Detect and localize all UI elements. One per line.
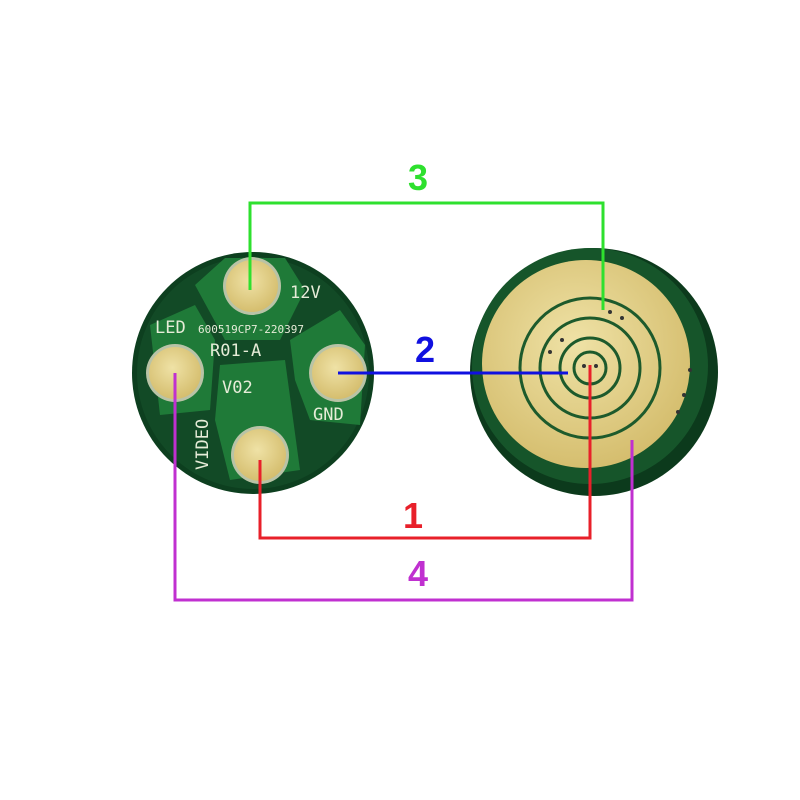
silk-gnd: GND xyxy=(313,405,344,425)
silk-part-number: 600519CP7-220397 xyxy=(198,323,304,336)
silk-video: VIDEO xyxy=(193,419,213,470)
silk-version: V02 xyxy=(222,378,253,398)
pad-12v xyxy=(226,260,278,312)
pad-video xyxy=(234,429,286,481)
connection-label-3: 3 xyxy=(408,157,428,198)
connection-line-1 xyxy=(258,365,592,540)
connection-label-4: 4 xyxy=(408,553,428,594)
connection-label-1: 1 xyxy=(403,495,423,536)
silk-revision: R01-A xyxy=(210,341,261,361)
silk-12v: 12V xyxy=(290,283,321,303)
silk-led: LED xyxy=(155,318,186,338)
pcb-front: 12V LED GND VIDEO 600519CP7-220397 R01-A… xyxy=(132,252,374,494)
connection-line-4 xyxy=(173,373,634,602)
gold-contact-disc xyxy=(482,260,690,468)
connection-label-2: 2 xyxy=(415,329,435,370)
connection-line-3 xyxy=(248,201,605,310)
